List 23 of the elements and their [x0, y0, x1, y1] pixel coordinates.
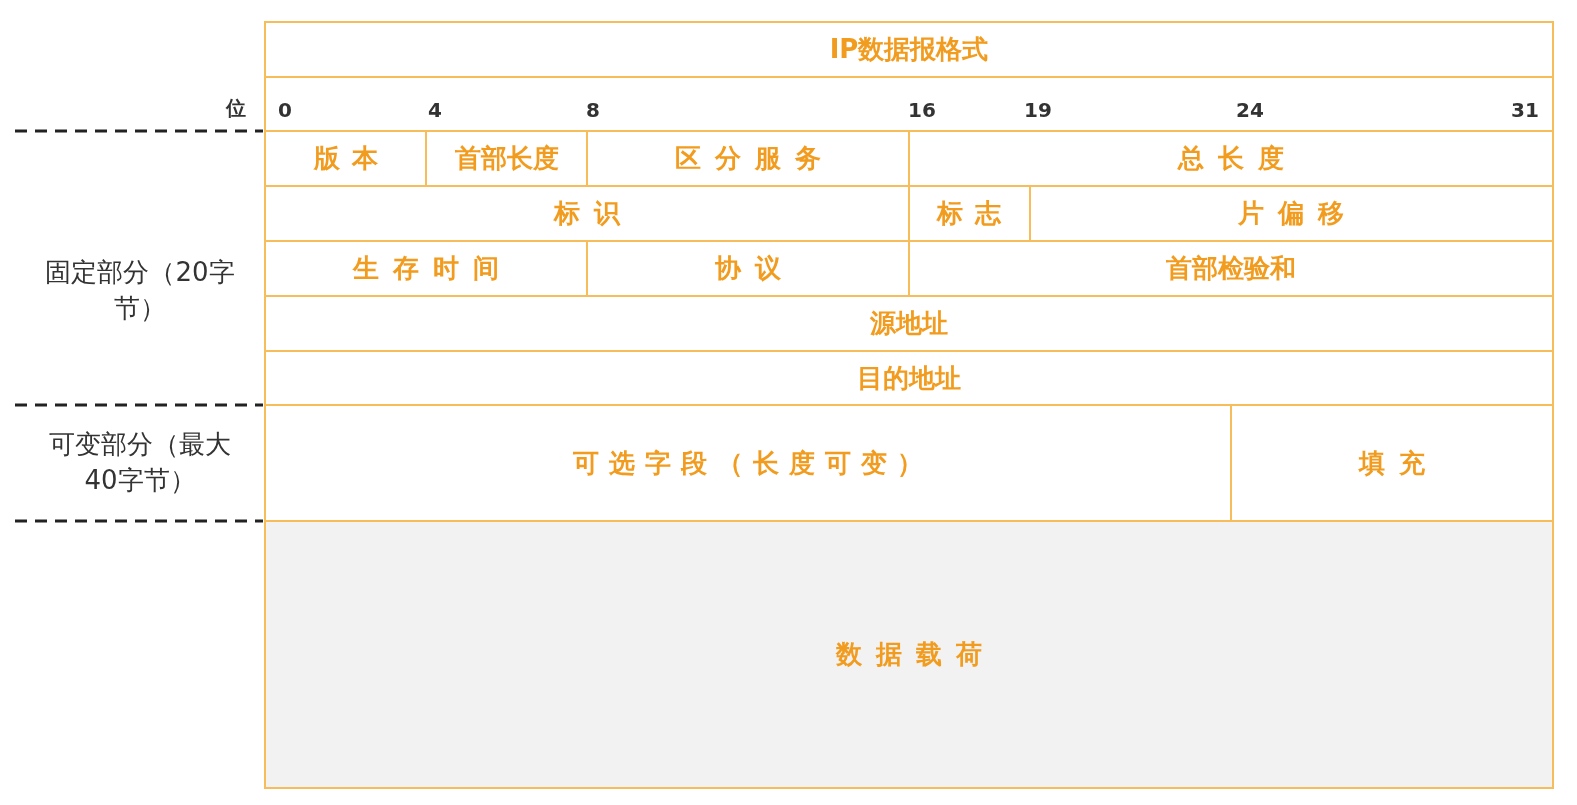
section-label: 可变部分（最大40字节）	[48, 428, 232, 497]
payload-block	[264, 520, 1554, 789]
field-name: 源地址	[870, 307, 948, 340]
field-name: 版本	[313, 142, 390, 175]
field-name: IP数据报格式	[829, 33, 989, 66]
field-name: 目的地址	[857, 361, 961, 395]
field-name: 标识	[554, 197, 634, 230]
axis-label: 位	[226, 94, 246, 122]
field-name: 协议	[715, 252, 795, 285]
field-name: 标志	[937, 197, 1014, 230]
field-name: 可选字段（长度可变）	[573, 446, 933, 480]
field-name: 首部长度	[454, 142, 559, 175]
title-cell	[264, 21, 1554, 78]
field-name: 首部检验和	[1166, 252, 1296, 285]
field-name: 生存时间	[353, 252, 513, 285]
section-label: 固定部分（20字节）	[44, 256, 236, 325]
field-name: 数据载荷	[836, 638, 996, 671]
header-field-cell	[264, 350, 1554, 406]
field-name: 区分服务	[675, 142, 835, 175]
field-name: 填充	[1359, 446, 1439, 480]
field-name: 片偏移	[1238, 197, 1359, 230]
field-name: 总长度	[1178, 142, 1298, 175]
header-field-cell	[264, 295, 1554, 352]
